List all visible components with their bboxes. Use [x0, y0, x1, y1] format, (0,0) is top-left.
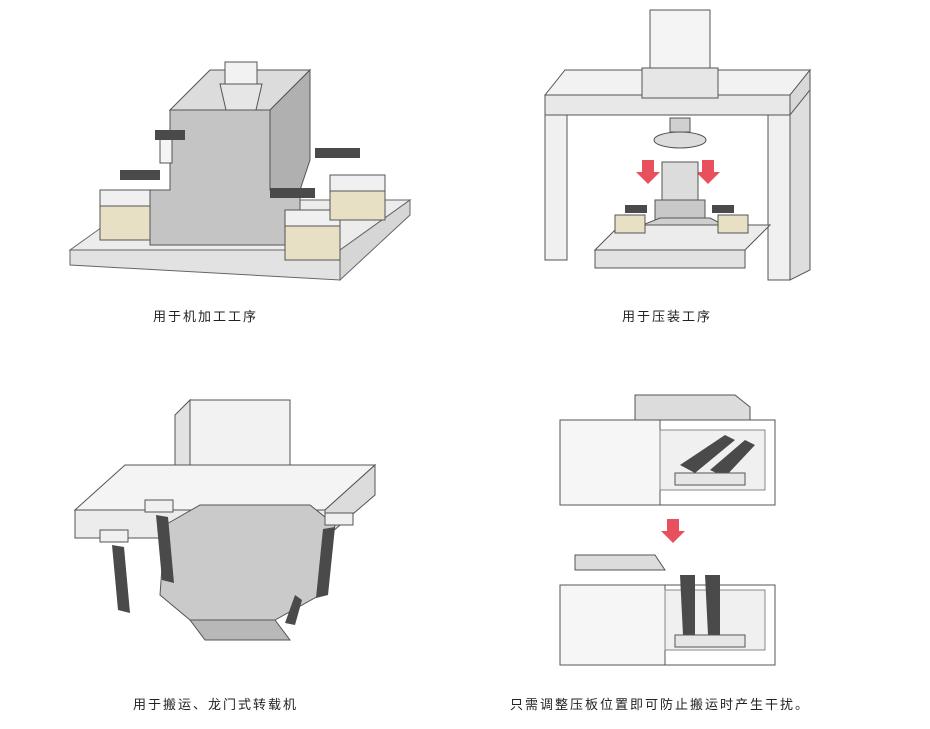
caption-transport: 用于搬运、龙门式转载机: [133, 698, 299, 713]
caption-machining: 用于机加工工序: [153, 310, 259, 325]
press-fit-illustration: [540, 0, 820, 285]
caption-adjust: 只需调整压板位置即可防止搬运时产生干扰。: [510, 698, 811, 713]
machining-illustration: [60, 50, 420, 290]
caption-press-fit: 用于压装工序: [622, 310, 713, 325]
transport-illustration: [70, 395, 390, 655]
adjust-illustration: [555, 385, 795, 670]
